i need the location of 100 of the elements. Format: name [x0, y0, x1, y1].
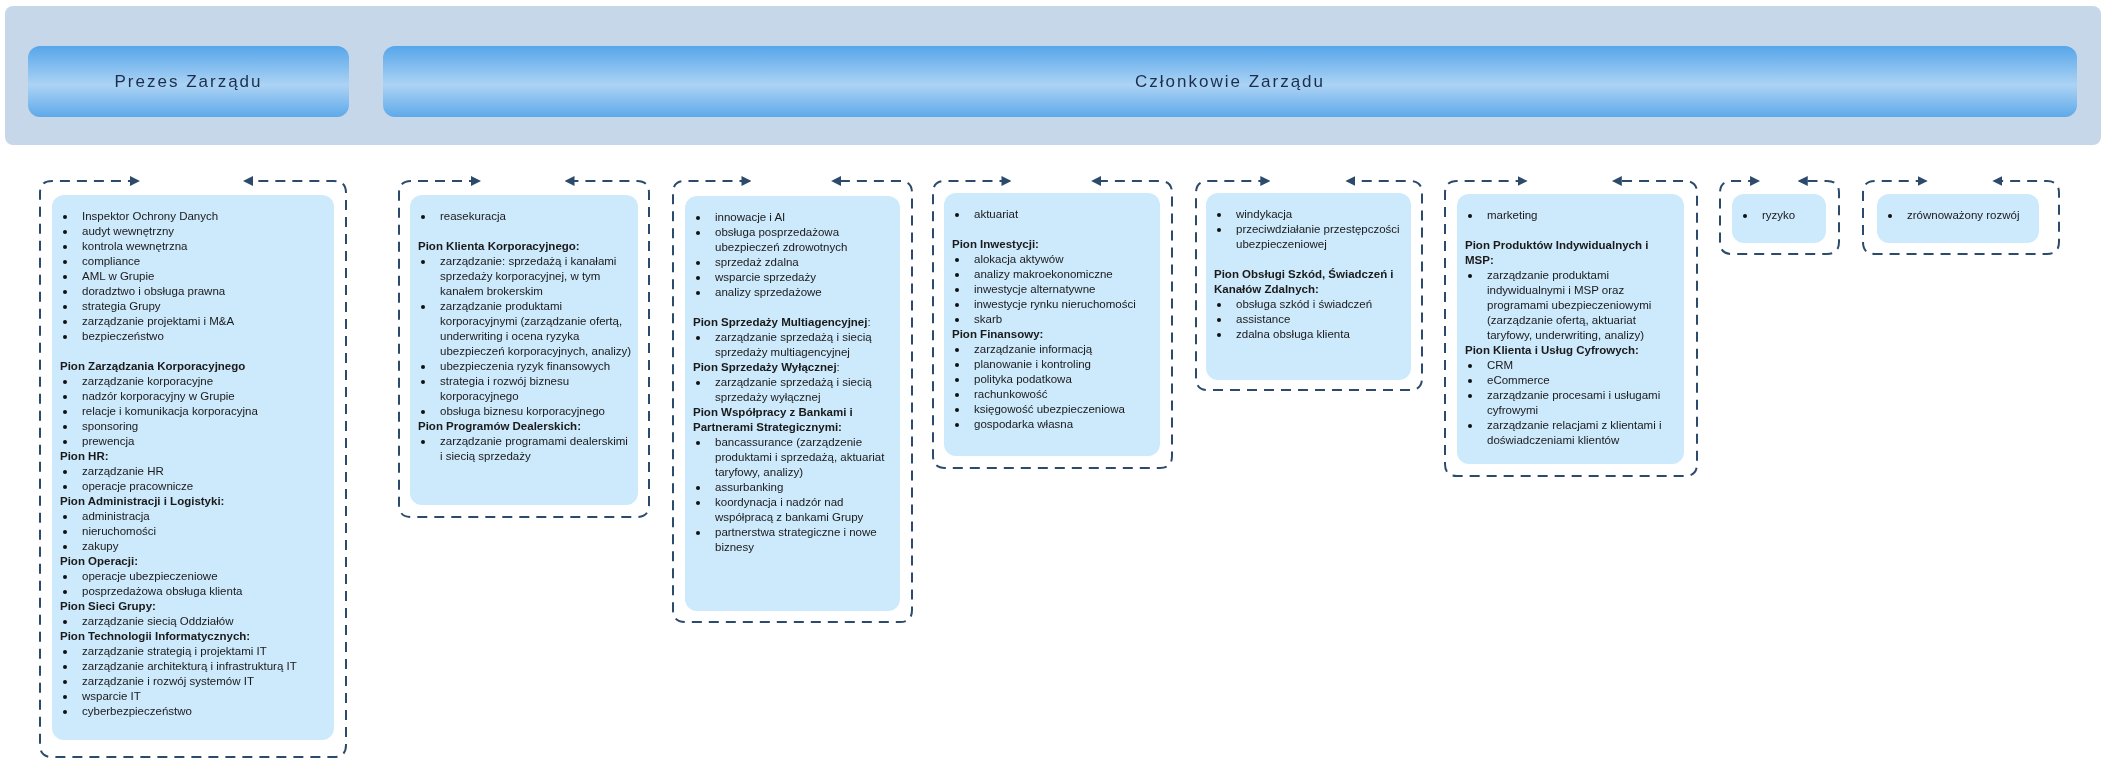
- dashed-loop-arrow: [398, 176, 650, 518]
- bullet-item: zarządzanie architekturą i infrastrukturą IT: [60, 659, 328, 674]
- section-heading: Pion Technologii Informatycznych:: [60, 629, 252, 644]
- bullet-item: polityka podatkowa: [952, 372, 1154, 387]
- bullet-item: obsługa biznesu korporacyjnego: [418, 404, 632, 419]
- bullet-item: partnerstwa strategiczne i nowe biznesy: [693, 525, 894, 555]
- dashed-loop-arrow: [1444, 176, 1698, 477]
- bullet-item: innowacje i AI: [693, 210, 894, 225]
- bullet-item: zakupy: [60, 539, 328, 554]
- bullet-item: zarządzanie informacją: [952, 342, 1154, 357]
- bullet-item: posprzedażowa obsługa klienta: [60, 584, 328, 599]
- bullet-item: gospodarka własna: [952, 417, 1154, 432]
- bullet-item: skarb: [952, 312, 1154, 327]
- section-heading: Pion Klienta i Usług Cyfrowych:: [1465, 343, 1640, 358]
- bullet-item: zrównoważony rozwój: [1885, 208, 2033, 223]
- unit-card: [1206, 193, 1411, 380]
- bullet-item: obsługa szkód i świadczeń: [1214, 297, 1405, 312]
- bullet-item: zarządzanie projektami i M&A: [60, 314, 328, 329]
- bullet-item: zarządzanie sprzedażą i siecią sprzedaży wyłącznej: [693, 375, 894, 405]
- bullet-item: bancassurance (zarządzenie produktami i sprzedażą, aktuariat taryfowy, analizy): [693, 435, 894, 480]
- bullet-item: cyberbezpieczeństwo: [60, 704, 328, 719]
- bullet-item: zarządzanie relacjami z klientami i doświadczeniami klientów: [1465, 418, 1678, 448]
- bullet-item: zarządzanie produktami indywidualnymi i MSP oraz programami ubezpieczeniowymi (zarządzanie ofertą, aktuariat taryfowy, underwriting, analizy): [1465, 268, 1678, 343]
- unit-card: [1732, 194, 1826, 243]
- section-heading: Pion Sieci Grupy:: [60, 599, 157, 614]
- section-heading: Pion Współpracy z Bankami i Partnerami Strategicznymi:: [693, 405, 854, 435]
- bullet-item: kontrola wewnętrzna: [60, 239, 328, 254]
- section-heading: Pion Sprzedaży Wyłącznej:: [693, 360, 841, 375]
- bullet-item: ryzyko: [1740, 208, 1820, 223]
- unit-card: [410, 195, 638, 505]
- section-heading: Pion Operacji:: [60, 554, 139, 569]
- bullet-item: operacje ubezpieczeniowe: [60, 569, 328, 584]
- bullet-item: strategia Grupy: [60, 299, 328, 314]
- bullet-item: zarządzanie produktami korporacyjnymi (zarządzanie ofertą, underwriting i ocena ryzyka ubezpieczeń korporacyjnych, analizy): [418, 299, 632, 359]
- unit-card: [685, 196, 900, 611]
- dashed-loop-arrow: [672, 176, 913, 623]
- bullet-item: CRM: [1465, 358, 1678, 373]
- bullet-item: assistance: [1214, 312, 1405, 327]
- bullet-item: Inspektor Ochrony Danych: [60, 209, 328, 224]
- unit-card: [944, 193, 1160, 456]
- header-band: [5, 6, 2101, 145]
- bullet-item: przeciwdziałanie przestępczości ubezpieczeniowej: [1214, 222, 1405, 252]
- bullet-item: assurbanking: [693, 480, 894, 495]
- bullet-item: bezpieczeństwo: [60, 329, 328, 344]
- bullet-item: zarządzanie programami dealerskimi i siecią sprzedaży: [418, 434, 632, 464]
- bullet-item: zarządzanie i rozwój systemów IT: [60, 674, 328, 689]
- dashed-loop-arrow: [932, 176, 1173, 469]
- bullet-item: prewencja: [60, 434, 328, 449]
- bullet-item: planowanie i kontroling: [952, 357, 1154, 372]
- bullet-item: zarządzanie HR: [60, 464, 328, 479]
- bullet-item: alokacja aktywów: [952, 252, 1154, 267]
- section-heading: Pion HR:: [60, 449, 110, 464]
- bullet-item: AML w Grupie: [60, 269, 328, 284]
- bullet-item: inwestycje rynku nieruchomości: [952, 297, 1154, 312]
- bullet-item: analizy sprzedażowe: [693, 285, 894, 300]
- bullet-item: analizy makroekonomiczne: [952, 267, 1154, 282]
- bullet-item: inwestycje alternatywne: [952, 282, 1154, 297]
- bullet-item: compliance: [60, 254, 328, 269]
- unit-card: [1877, 194, 2039, 243]
- bullet-item: wsparcie sprzedaży: [693, 270, 894, 285]
- dashed-loop-arrow: [1195, 176, 1423, 391]
- bar-title: Członkowie Zarządu: [1135, 71, 1325, 92]
- dashed-loop-arrow: [1719, 176, 1840, 255]
- bullet-item: zdalna obsługa klienta: [1214, 327, 1405, 342]
- bullet-item: relacje i komunikacja korporacyjna: [60, 404, 328, 419]
- section-heading: Pion Klienta Korporacyjnego:: [418, 239, 581, 254]
- bullet-item: doradztwo i obsługa prawna: [60, 284, 328, 299]
- bullet-item: rachunkowość: [952, 387, 1154, 402]
- section-heading: Pion Obsługi Szkód, Świadczeń i Kanałów Zdalnych:: [1214, 267, 1395, 297]
- section-heading: Pion Sprzedaży Multiagencyjnej:: [693, 315, 872, 330]
- section-heading: Pion Administracji i Logistyki:: [60, 494, 226, 509]
- section-heading: Pion Programów Dealerskich:: [418, 419, 582, 434]
- section-heading: Pion Zarządzania Korporacyjnego: [60, 359, 247, 374]
- dashed-loop-arrow: [1862, 176, 2060, 255]
- header-bar: [383, 46, 2077, 117]
- bullet-item: księgowość ubezpieczeniowa: [952, 402, 1154, 417]
- header-bar: [28, 46, 349, 117]
- bullet-item: aktuariat: [952, 207, 1154, 222]
- bullet-item: nadzór korporacyjny w Grupie: [60, 389, 328, 404]
- bullet-item: zarządzanie korporacyjne: [60, 374, 328, 389]
- bullet-item: ubezpieczenia ryzyk finansowych: [418, 359, 632, 374]
- bullet-item: windykacja: [1214, 207, 1405, 222]
- section-heading: Pion Produktów Indywidualnych i MSP:: [1465, 238, 1650, 268]
- bullet-item: eCommerce: [1465, 373, 1678, 388]
- section-heading: Pion Finansowy:: [952, 327, 1045, 342]
- bullet-item: sprzedaż zdalna: [693, 255, 894, 270]
- bullet-item: wsparcie IT: [60, 689, 328, 704]
- bullet-item: sponsoring: [60, 419, 328, 434]
- bullet-item: audyt wewnętrzny: [60, 224, 328, 239]
- bullet-item: marketing: [1465, 208, 1678, 223]
- bullet-item: zarządzanie sprzedażą i siecią sprzedaży multiagencyjnej: [693, 330, 894, 360]
- bullet-item: reasekuracja: [418, 209, 632, 224]
- bullet-item: operacje pracownicze: [60, 479, 328, 494]
- bar-title: Prezes Zarządu: [114, 71, 263, 92]
- bullet-item: nieruchomości: [60, 524, 328, 539]
- bullet-item: zarządzanie strategią i projektami IT: [60, 644, 328, 659]
- section-heading: Pion Inwestycji:: [952, 237, 1040, 252]
- unit-card: [1457, 194, 1684, 464]
- bullet-item: zarządzanie siecią Oddziałów: [60, 614, 328, 629]
- bullet-item: administracja: [60, 509, 328, 524]
